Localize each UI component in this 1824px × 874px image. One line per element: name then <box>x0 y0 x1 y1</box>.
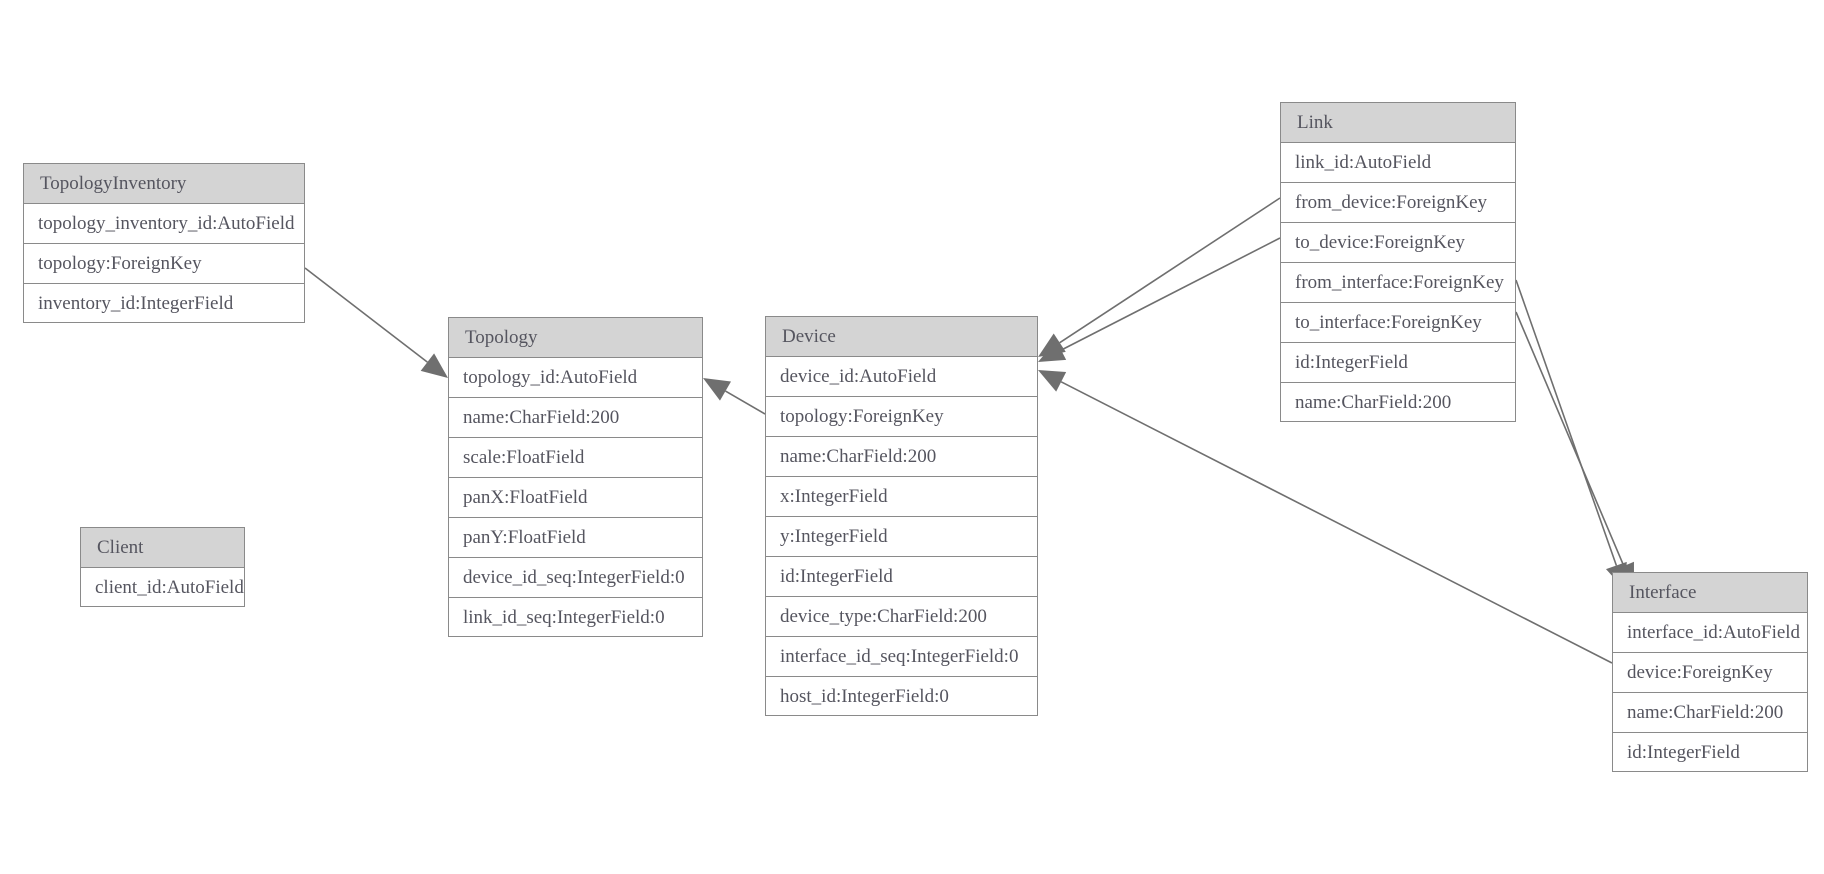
entity-field-row: scale:FloatField <box>449 438 702 478</box>
edge-line <box>725 390 766 415</box>
entity-field-row: id:IntegerField <box>766 557 1037 597</box>
entity-field-row: topology_inventory_id:AutoField <box>24 204 304 244</box>
entity-field-row: device_id_seq:IntegerField:0 <box>449 558 702 598</box>
entity-field-row: topology:ForeignKey <box>24 244 304 284</box>
edge-line <box>1060 381 1613 664</box>
relationship-edge <box>1515 311 1634 590</box>
entity-field-row: from_device:ForeignKey <box>1281 183 1515 223</box>
entity-title: Link <box>1281 103 1515 143</box>
edge-line <box>1515 279 1618 566</box>
entity-field-row: from_interface:ForeignKey <box>1281 263 1515 303</box>
entity-client[interactable]: Client client_id:AutoField <box>80 527 245 607</box>
entity-field-row: name:CharField:200 <box>1295 392 1452 413</box>
edge-arrowhead <box>1038 370 1067 392</box>
entity-field-row: id:IntegerField <box>1627 742 1740 763</box>
entity-field-row: to_device:ForeignKey <box>1281 223 1515 263</box>
entity-field-row: link_id_seq:IntegerField:0 <box>463 607 665 628</box>
edge-arrowhead <box>420 353 448 378</box>
entity-field-row: inventory_id:IntegerField <box>38 293 234 314</box>
entity-title: Client <box>81 528 244 568</box>
edge-arrowhead <box>703 378 732 401</box>
entity-field-row: device_type:CharField:200 <box>766 597 1037 637</box>
entity-field-row: name:CharField:200 <box>449 398 702 438</box>
edge-line <box>1515 311 1625 567</box>
entity-field-row: interface_id:AutoField <box>1613 613 1807 653</box>
entity-field-row: x:IntegerField <box>766 477 1037 517</box>
entity-title: Device <box>766 317 1037 357</box>
entity-field-row: client_id:AutoField <box>95 577 244 598</box>
relationship-edge <box>1515 279 1627 590</box>
relationship-edge <box>304 267 448 378</box>
entity-field-row: device:ForeignKey <box>1613 653 1807 693</box>
relationship-edge <box>1038 197 1281 357</box>
entity-field-row: y:IntegerField <box>766 517 1037 557</box>
entity-field-row: name:CharField:200 <box>1613 693 1807 733</box>
entity-field-row: device_id:AutoField <box>766 357 1037 397</box>
entity-field-row: interface_id_seq:IntegerField:0 <box>766 637 1037 677</box>
edge-line <box>1059 197 1281 344</box>
entity-field-row: host_id:IntegerField:0 <box>780 686 949 707</box>
edge-arrowhead <box>1038 340 1067 362</box>
entity-field-row: name:CharField:200 <box>766 437 1037 477</box>
edge-line <box>1060 237 1281 351</box>
relationship-edge <box>1038 237 1281 362</box>
entity-title: Interface <box>1613 573 1807 613</box>
edge-arrowhead <box>1038 333 1066 357</box>
edge-line <box>304 267 428 363</box>
entity-field-row: link_id:AutoField <box>1281 143 1515 183</box>
entity-field-row: panY:FloatField <box>449 518 702 558</box>
entity-field-row: topology_id:AutoField <box>449 358 702 398</box>
entity-field-row: panX:FloatField <box>449 478 702 518</box>
entity-field-row: to_interface:ForeignKey <box>1281 303 1515 343</box>
entity-title: TopologyInventory <box>24 164 304 204</box>
entity-title: Topology <box>449 318 702 358</box>
entity-field-row: id:IntegerField <box>1281 343 1515 383</box>
relationship-edge <box>703 378 766 415</box>
entity-field-row: topology:ForeignKey <box>766 397 1037 437</box>
